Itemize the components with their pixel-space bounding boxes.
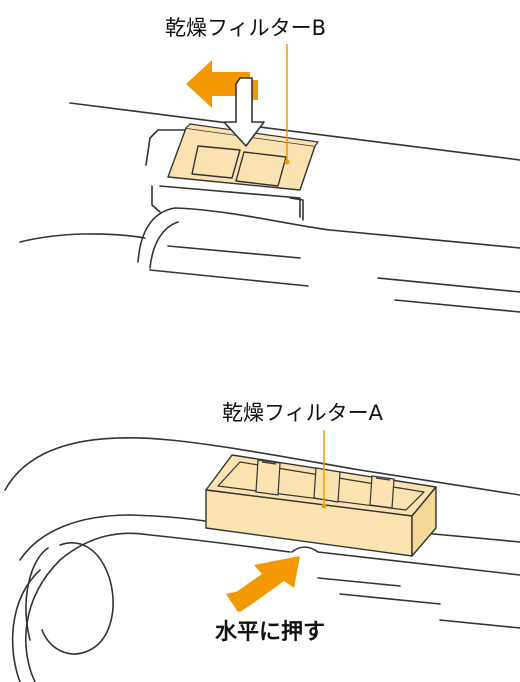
filter-a: [205, 454, 437, 557]
filter-b-label: 乾燥フィルターB: [165, 16, 326, 40]
bottom-appliance-body: [4, 437, 520, 682]
leader-line-b: [284, 44, 290, 165]
leader-line-a: [321, 430, 327, 509]
filter-a-label: 乾燥フィルターA: [222, 401, 383, 425]
push-arrow: [226, 556, 300, 612]
arrow-outline-b: [223, 77, 265, 147]
top-appliance-body: [19, 102, 520, 313]
push-horizontally-caption: 水平に押す: [215, 620, 326, 645]
